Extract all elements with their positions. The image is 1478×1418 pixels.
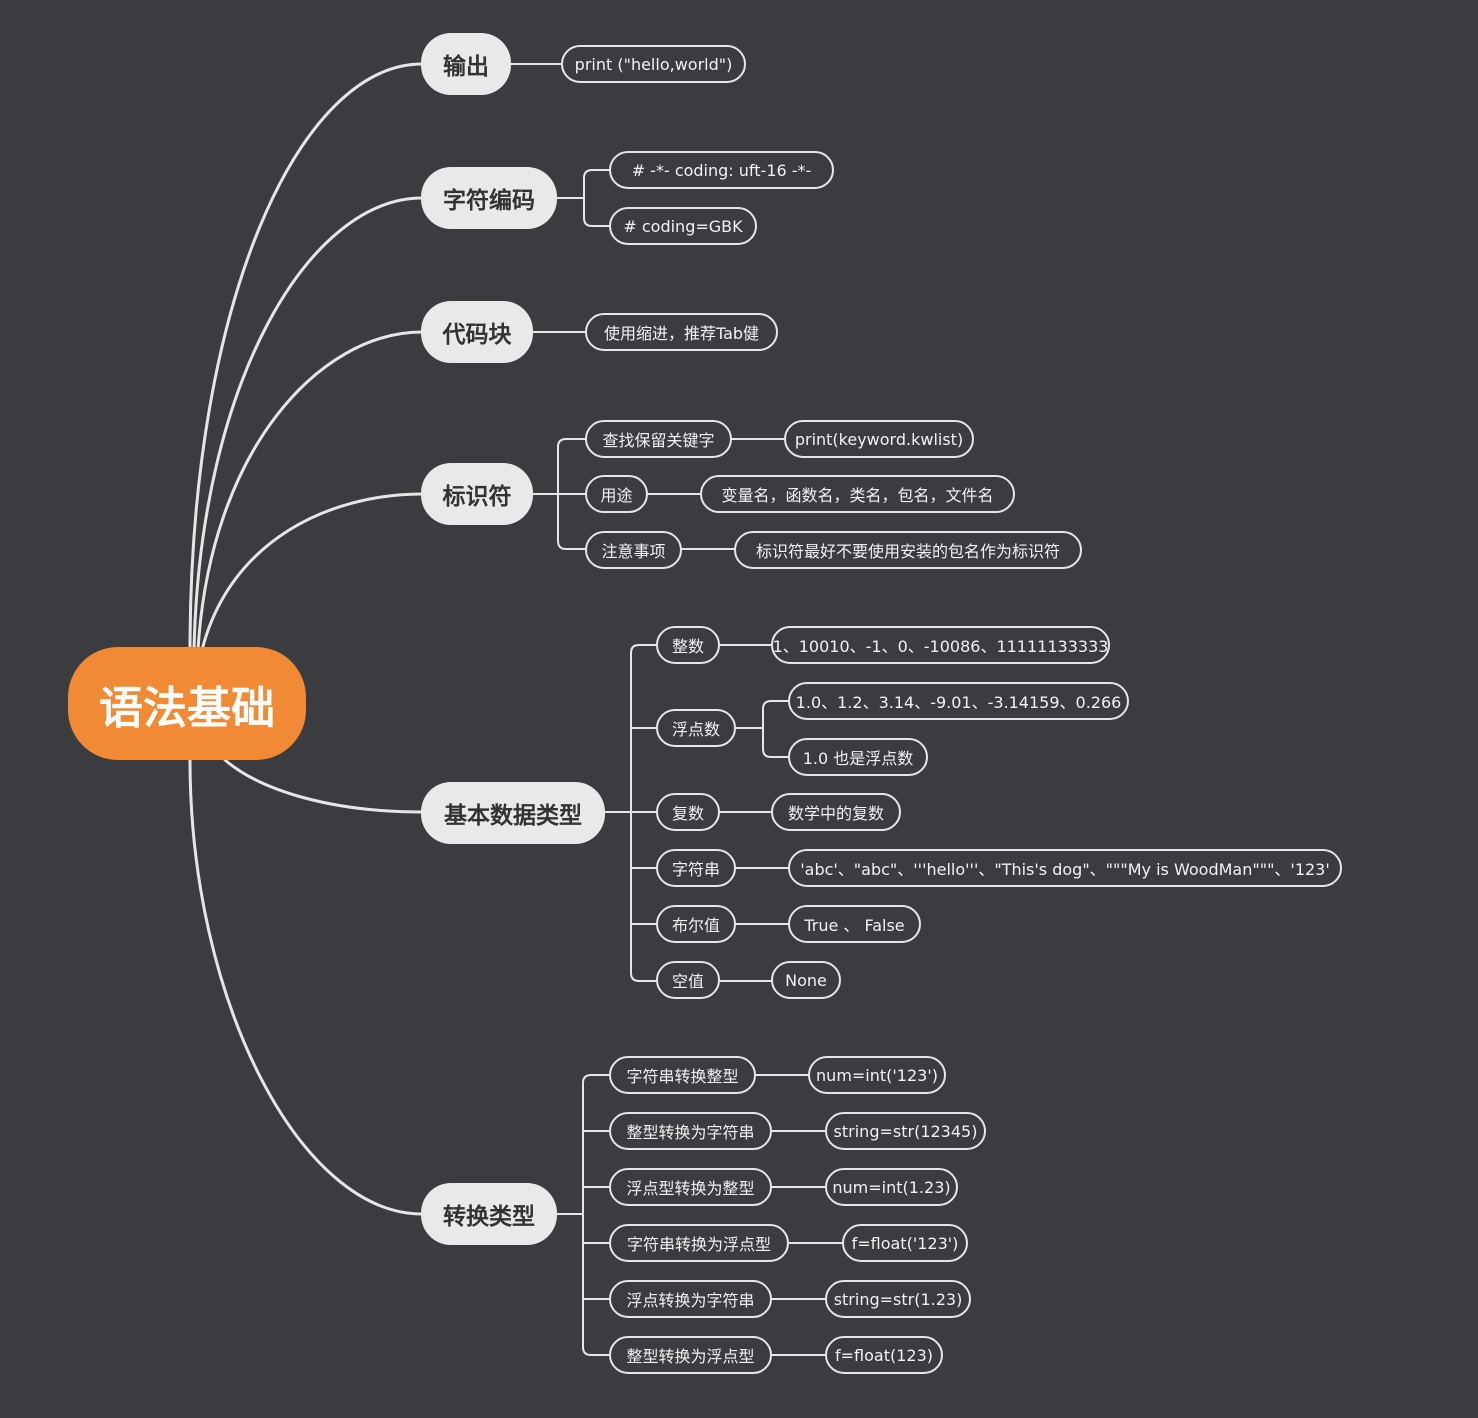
connector-root-encoding xyxy=(192,196,424,652)
connector-root-datatypes xyxy=(223,758,424,814)
datatype-complex-node[interactable]: 复数 xyxy=(656,793,720,831)
output-code-node[interactable]: print ("hello,world") xyxy=(561,45,746,83)
identifier-find-value[interactable]: print(keyword.kwlist) xyxy=(784,420,974,458)
identifier-notes-value[interactable]: 标识符最好不要使用安装的包名作为标识符 xyxy=(734,531,1082,569)
connector-identifier-bracket xyxy=(532,438,586,550)
connector-datatypes-bracket xyxy=(604,644,657,982)
datatype-none-node[interactable]: 空值 xyxy=(656,961,720,999)
conversion-c6-value[interactable]: f=float(123) xyxy=(825,1336,943,1374)
datatype-int-node[interactable]: 整数 xyxy=(656,626,720,664)
datatype-float-value1[interactable]: 1.0、1.2、3.14、-9.01、-3.14159、0.266 xyxy=(788,682,1129,720)
branch-codeblock[interactable]: 代码块 xyxy=(421,301,533,363)
conversion-c1-node[interactable]: 字符串转换整型 xyxy=(609,1056,756,1094)
datatype-none-value[interactable]: None xyxy=(771,961,841,999)
connector-root-output xyxy=(188,62,424,652)
datatype-complex-value[interactable]: 数学中的复数 xyxy=(771,793,901,831)
conversion-c2-value[interactable]: string=str(12345) xyxy=(825,1112,986,1150)
conversion-c4-value[interactable]: f=float('123') xyxy=(842,1224,968,1262)
encoding-gbk-node[interactable]: # coding=GBK xyxy=(609,207,757,245)
identifier-find-node[interactable]: 查找保留关键字 xyxy=(585,420,732,458)
root-node[interactable]: 语法基础 xyxy=(68,647,306,760)
connector-conversion-bracket xyxy=(556,1074,610,1356)
encoding-utf16-node[interactable]: # -*- coding: uft-16 -*- xyxy=(609,151,834,189)
connector-root-identifier xyxy=(200,492,424,652)
codeblock-indent-node[interactable]: 使用缩进，推荐Tab健 xyxy=(585,313,778,351)
conversion-c6-node[interactable]: 整型转换为浮点型 xyxy=(609,1336,772,1374)
conversion-c5-node[interactable]: 浮点转换为字符串 xyxy=(609,1280,772,1318)
branch-identifier[interactable]: 标识符 xyxy=(421,463,533,525)
datatype-float-value2[interactable]: 1.0 也是浮点数 xyxy=(788,738,928,776)
branch-output[interactable]: 输出 xyxy=(421,33,511,95)
identifier-usage-node[interactable]: 用途 xyxy=(585,475,648,513)
datatype-int-value[interactable]: 1、10010、-1、0、-10086、11111133333 xyxy=(771,626,1110,664)
identifier-usage-value[interactable]: 变量名，函数名，类名，包名，文件名 xyxy=(700,475,1015,513)
datatype-string-value[interactable]: 'abc'、"abc"、'''hello'''、"This's dog"、"""… xyxy=(788,849,1342,887)
branch-encoding[interactable]: 字符编码 xyxy=(421,167,557,229)
datatype-string-node[interactable]: 字符串 xyxy=(656,849,736,887)
connector-float-bracket xyxy=(735,700,789,758)
conversion-c2-node[interactable]: 整型转换为字符串 xyxy=(609,1112,772,1150)
conversion-c4-node[interactable]: 字符串转换为浮点型 xyxy=(609,1224,789,1262)
branch-conversion[interactable]: 转换类型 xyxy=(421,1183,557,1245)
connector-encoding-bracket xyxy=(556,169,610,227)
branch-datatypes[interactable]: 基本数据类型 xyxy=(421,782,605,844)
conversion-c5-value[interactable]: string=str(1.23) xyxy=(825,1280,971,1318)
conversion-c1-value[interactable]: num=int('123') xyxy=(808,1056,946,1094)
datatype-bool-node[interactable]: 布尔值 xyxy=(656,905,736,943)
conversion-c3-value[interactable]: num=int(1.23) xyxy=(825,1168,958,1206)
conversion-c3-node[interactable]: 浮点型转换为整型 xyxy=(609,1168,772,1206)
identifier-notes-node[interactable]: 注意事项 xyxy=(585,531,682,569)
connector-root-conversion xyxy=(188,758,424,1216)
datatype-float-node[interactable]: 浮点数 xyxy=(656,709,736,747)
connector-root-codeblock xyxy=(196,330,424,652)
datatype-bool-value[interactable]: True 、 False xyxy=(788,905,921,943)
